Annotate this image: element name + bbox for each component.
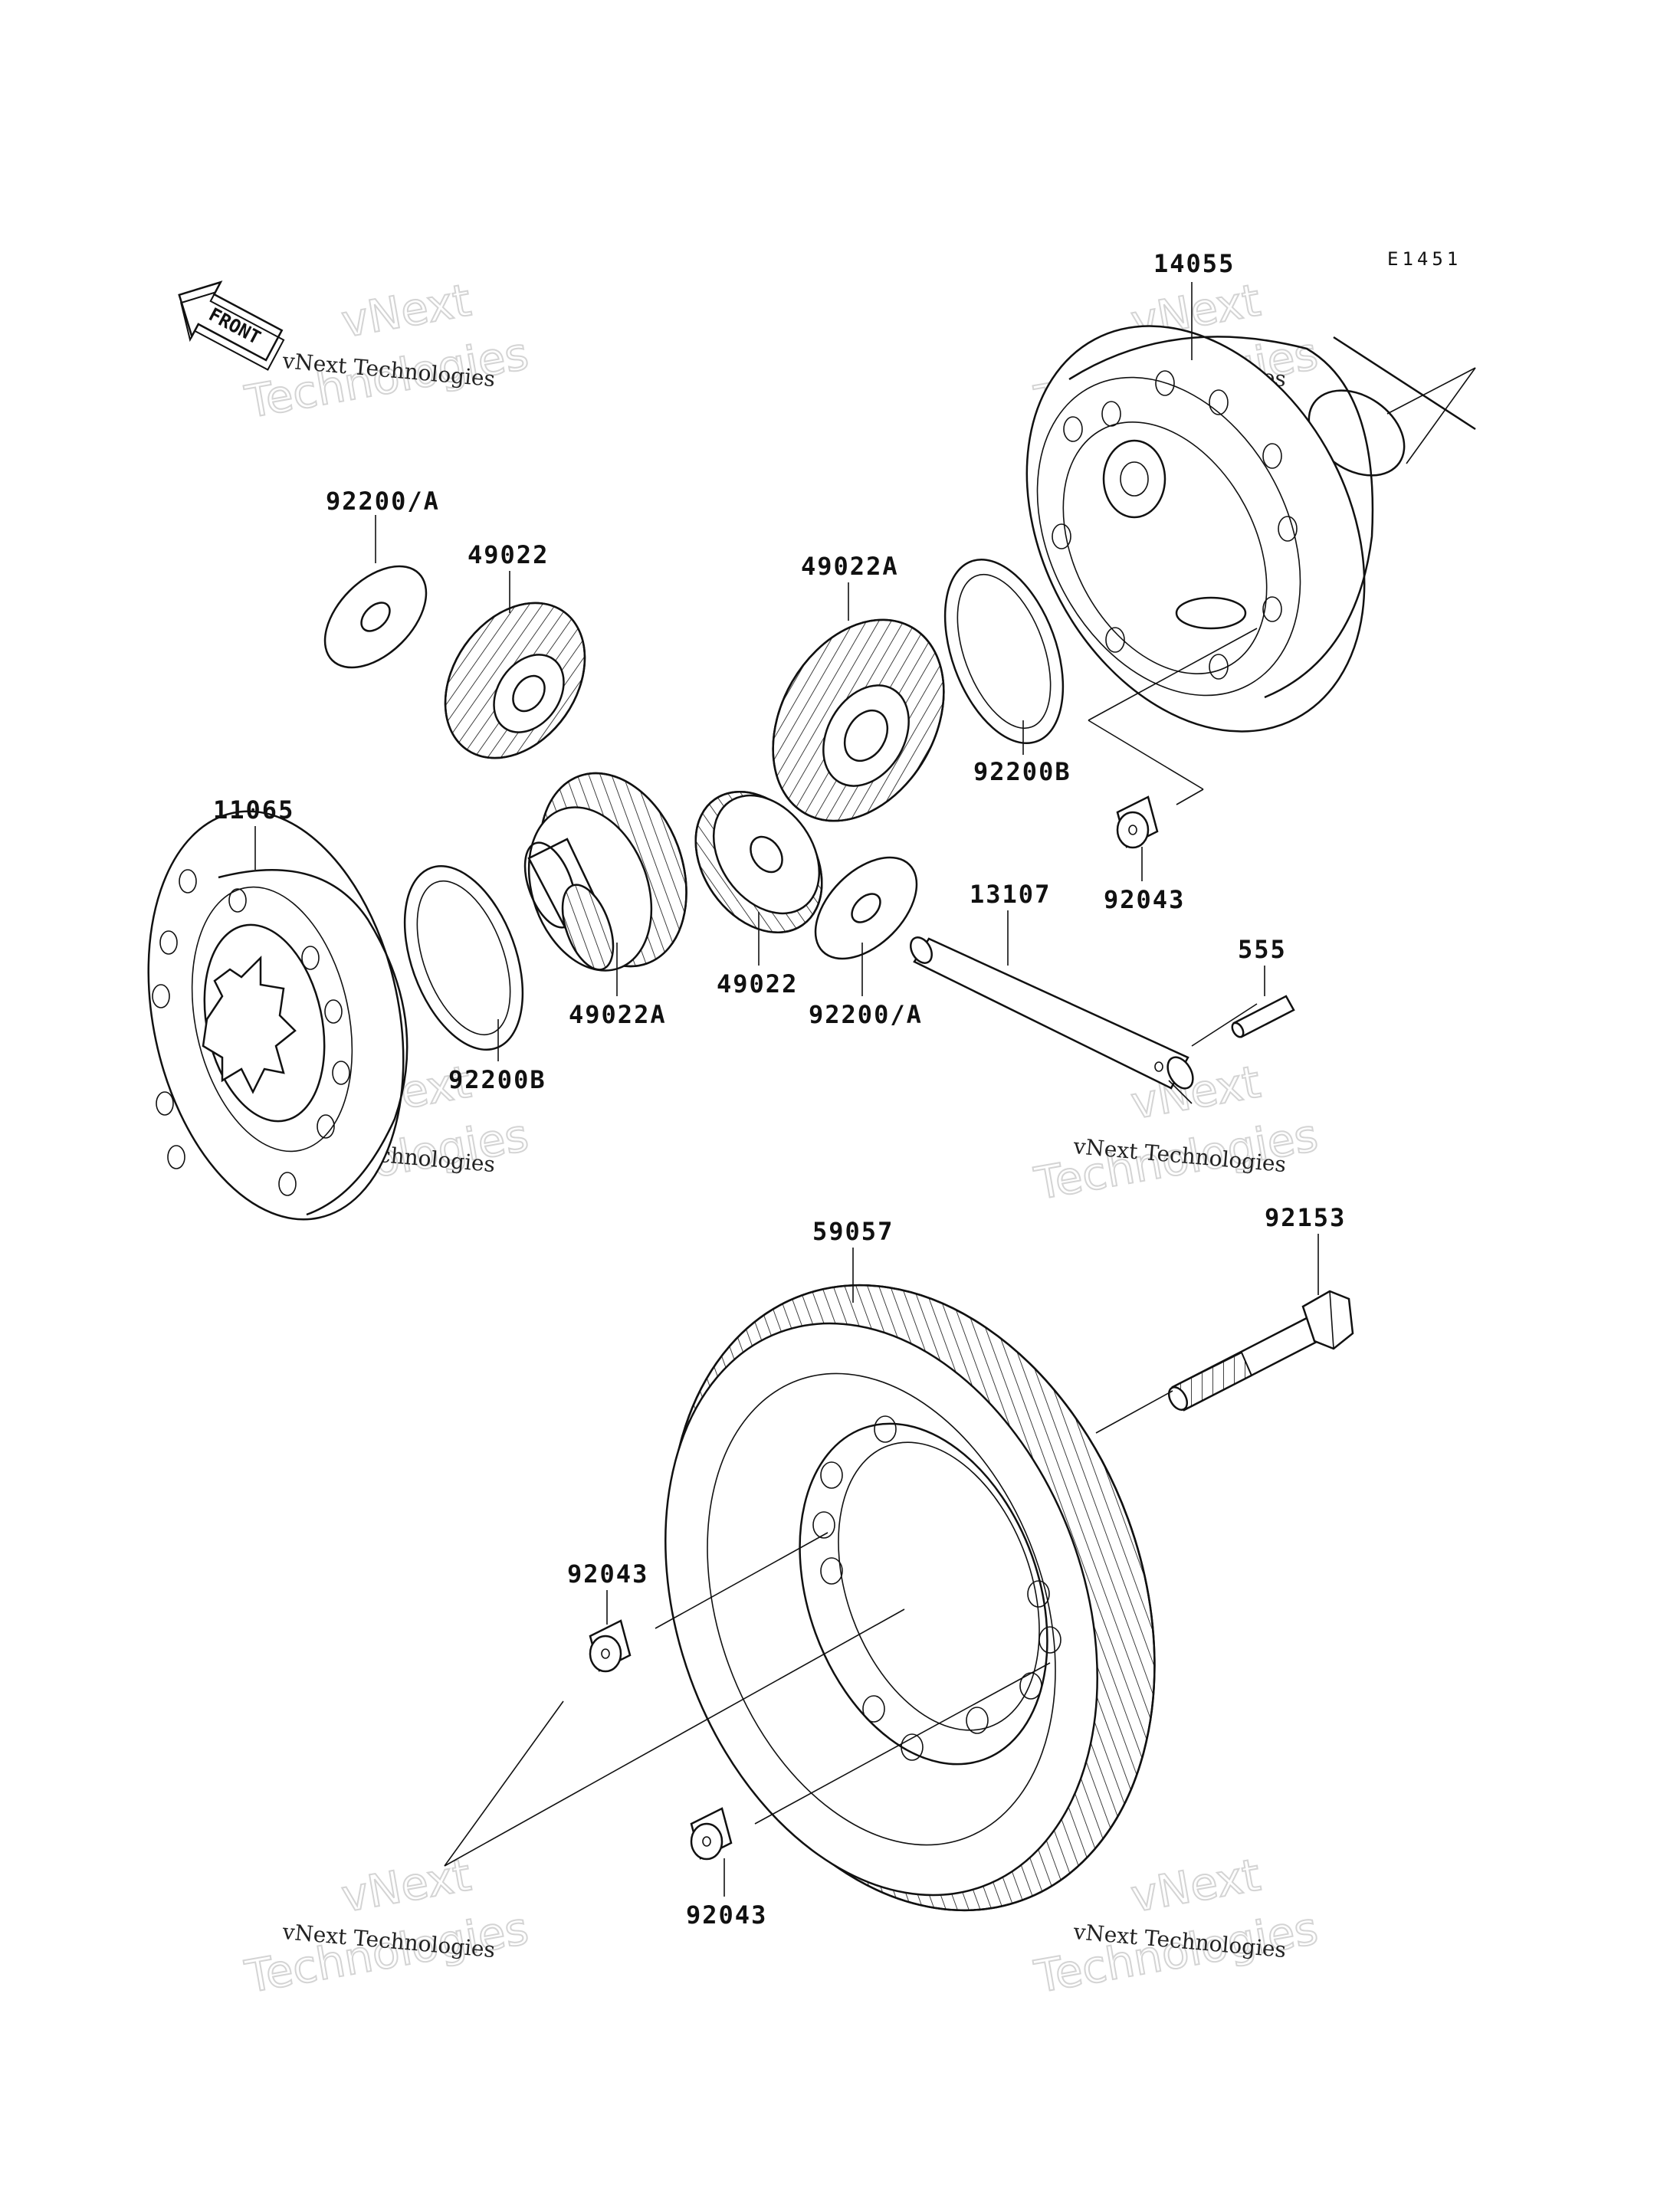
spring-pin-555 xyxy=(1231,995,1295,1038)
reference-line-bolt xyxy=(1095,1390,1173,1434)
diagram-code: E1451 xyxy=(1387,248,1462,270)
differential-flange-11065 xyxy=(147,810,409,1221)
washer-92200b-left xyxy=(403,865,524,1051)
svg-text:vNext: vNext xyxy=(338,274,475,347)
part-label-92200a-top: 92200/A xyxy=(326,487,440,516)
part-label-92200a-bottom: 92200/A xyxy=(809,1000,923,1029)
part-label-92200b-left: 92200B xyxy=(448,1065,546,1094)
reference-lines-shaft xyxy=(1168,1003,1258,1104)
side-gear-49022a-bottom xyxy=(523,772,687,972)
dowel-pin-92043-top xyxy=(1116,795,1159,849)
svg-text:vNext: vNext xyxy=(1127,1848,1265,1922)
part-label-92043-top: 92043 xyxy=(1104,885,1185,914)
pinion-gear-49022-bottom xyxy=(694,791,823,933)
part-label-49022a-bottom: 49022A xyxy=(569,1000,667,1029)
part-label-555: 555 xyxy=(1238,935,1287,964)
part-label-49022-bottom: 49022 xyxy=(717,969,798,998)
washer-92200a-top xyxy=(323,565,428,669)
part-label-49022-top: 49022 xyxy=(468,540,549,569)
part-label-92200b-right: 92200B xyxy=(973,757,1071,786)
side-gear-49022a-top xyxy=(772,618,945,822)
pinion-shaft-13107 xyxy=(910,936,1194,1090)
reference-lines-case xyxy=(1088,367,1476,805)
dowel-pin-92043-bottom xyxy=(690,1807,733,1861)
washer-92200a-bottom xyxy=(814,856,918,960)
watermark-bottom-right: vNext Technologies vNext Technologies xyxy=(1030,1848,1323,2004)
washer-92200b-right xyxy=(943,559,1065,744)
part-label-92043-left: 92043 xyxy=(567,1559,648,1589)
part-label-14055: 14055 xyxy=(1153,249,1235,278)
reference-lines-ring-gear xyxy=(444,1532,1051,1867)
front-arrow-icon: FRONT xyxy=(178,280,285,371)
watermark-top-left: vNext Technologies vNext Technologies xyxy=(241,273,533,429)
watermark-bottom-left: vNext Technologies vNext Technologies xyxy=(241,1848,533,2004)
part-label-59057: 59057 xyxy=(812,1217,894,1246)
bolt-92153 xyxy=(1167,1290,1354,1412)
part-label-92153: 92153 xyxy=(1265,1203,1346,1232)
differential-case-14055 xyxy=(1025,325,1476,733)
part-label-11065: 11065 xyxy=(213,795,294,825)
ring-gear-59057 xyxy=(664,1284,1156,1912)
dowel-pin-92043-left xyxy=(589,1619,632,1673)
part-label-13107: 13107 xyxy=(970,880,1051,909)
pinion-gear-49022-top xyxy=(444,602,586,759)
part-label-92043-bottom: 92043 xyxy=(686,1900,767,1930)
part-label-49022a-top: 49022A xyxy=(801,552,899,581)
svg-text:vNext: vNext xyxy=(338,1848,475,1922)
